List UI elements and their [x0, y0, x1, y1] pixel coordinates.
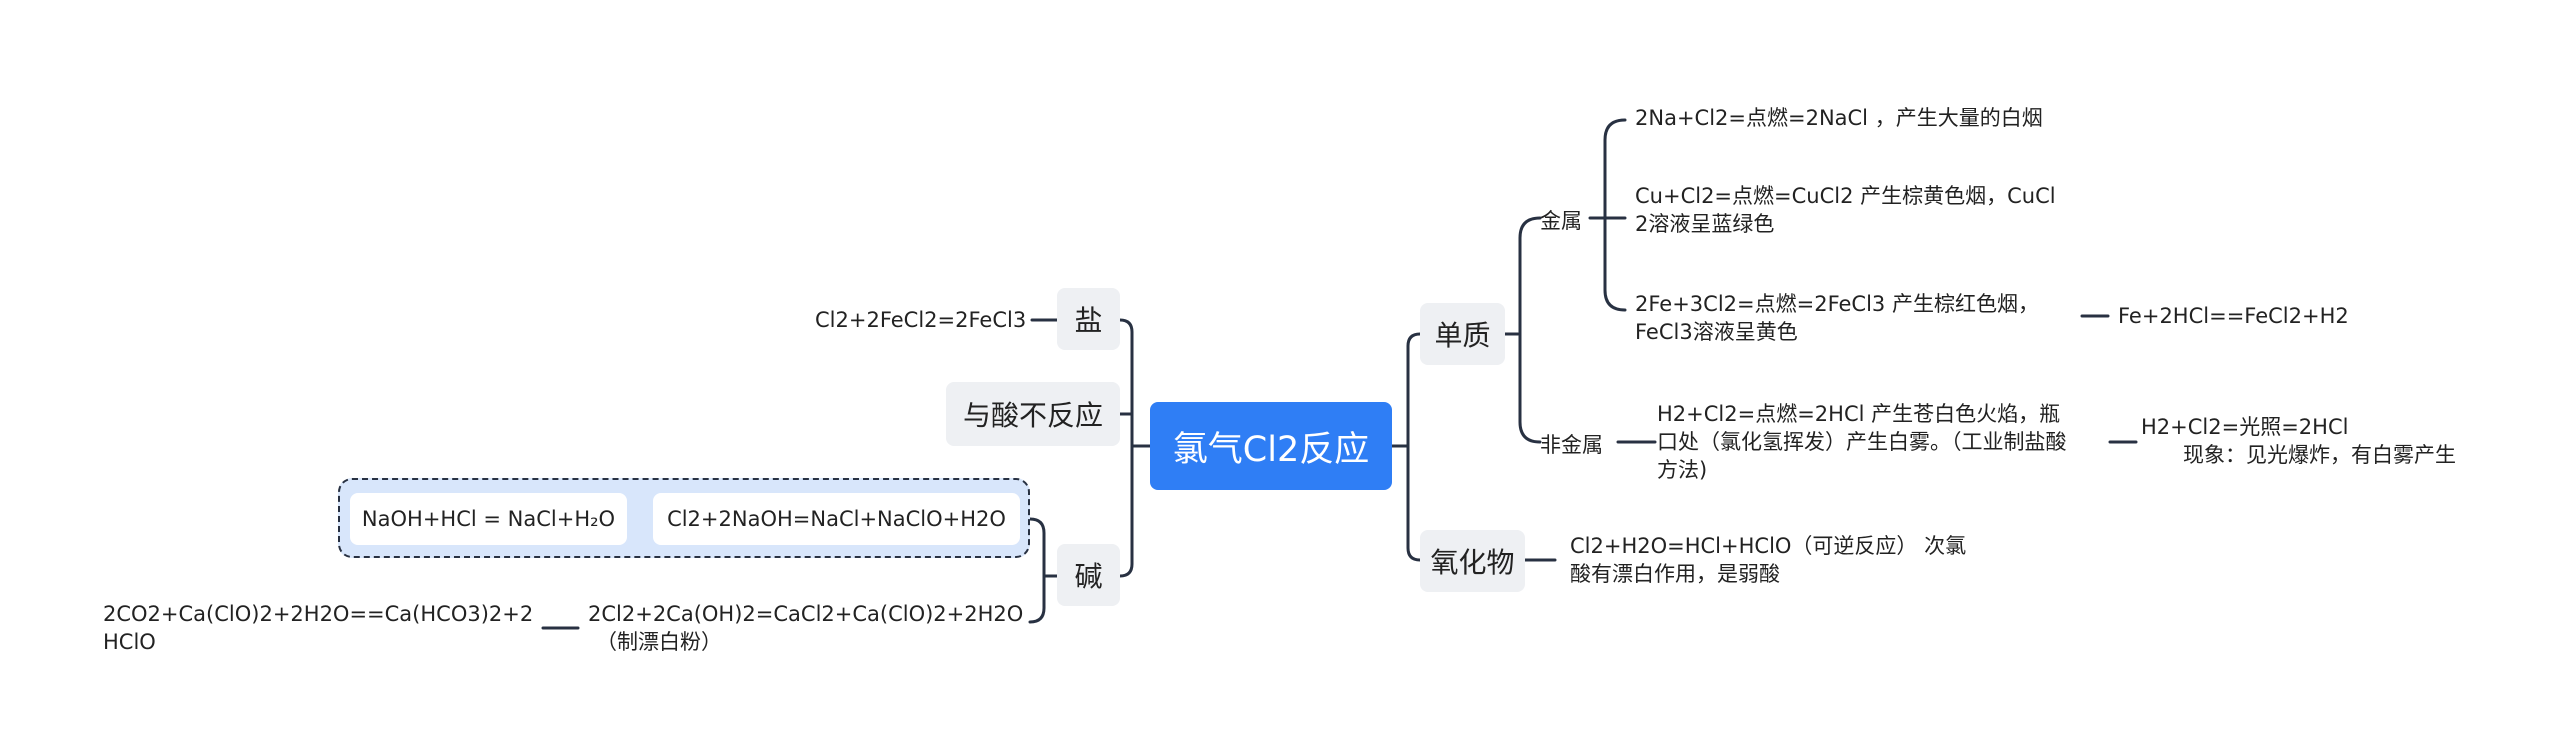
metal-item-cu-line2: 2溶液呈蓝绿色 — [1635, 212, 1775, 236]
branch-acid[interactable]: 与酸不反应 — [946, 382, 1120, 446]
nonmetal-child-line2: 现象：见光爆炸，有白雾产生 — [2183, 443, 2456, 467]
oxide-item-line1: Cl2+H2O=HCl+HClO（可逆反应） 次氯 — [1570, 534, 1967, 558]
metal-item-na[interactable]: 2Na+Cl2=点燃=2NaCl ，产生大量的白烟 — [1635, 104, 2043, 132]
metal-item-fe-line1: 2Fe+3Cl2=点燃=2FeCl3 产生棕红色烟， — [1635, 292, 2039, 316]
nonmetal-item[interactable]: H2+Cl2=点燃=2HCl 产生苍白色火焰，瓶 口处（氯化氢挥发）产生白雾。（… — [1657, 400, 2067, 484]
metal-item-fe[interactable]: 2Fe+3Cl2=点燃=2FeCl3 产生棕红色烟， FeCl3溶液呈黄色 — [1635, 290, 2039, 346]
bleach-child-item[interactable]: 2CO2+Ca(ClO)2+2H2O==Ca(HCO3)2+2 HClO — [103, 600, 533, 656]
salt-item[interactable]: Cl2+2FeCl2=2FeCl3 — [815, 308, 1027, 332]
connector-left-spine — [1118, 318, 1134, 578]
root-node[interactable]: 氯气Cl2反应 — [1150, 402, 1392, 490]
metal-item-na-line1: 2Na+Cl2=点燃=2NaCl ，产生大量的白烟 — [1635, 106, 2043, 130]
nonmetal-item-line2: 口处（氯化氢挥发）产生白雾。（工业制盐酸 — [1657, 430, 2067, 454]
metal-item-cu-line1: Cu+Cl2=点燃=CuCl2 产生棕黄色烟，CuCl — [1635, 184, 2056, 208]
nonmetal-child-item[interactable]: H2+Cl2=光照=2HCl 现象：见光爆炸，有白雾产生 — [2141, 413, 2456, 469]
nonmetal-item-line1: H2+Cl2=点燃=2HCl 产生苍白色火焰，瓶 — [1657, 402, 2061, 426]
connector-base-spine — [1028, 517, 1046, 624]
branch-elemental[interactable]: 单质 — [1420, 303, 1505, 365]
base-item-bleach[interactable]: 2Cl2+2Ca(OH)2=CaCl2+Ca(ClO)2+2H2O （制漂白粉） — [588, 600, 1023, 656]
oxide-item[interactable]: Cl2+H2O=HCl+HClO（可逆反应） 次氯 酸有漂白作用，是弱酸 — [1570, 532, 1966, 588]
nonmetal-item-line3: 方法) — [1657, 458, 1708, 482]
branch-base[interactable]: 碱 — [1057, 544, 1120, 606]
metal-item-fe-line2: FeCl3溶液呈黄色 — [1635, 320, 1798, 344]
branch-nonmetal[interactable]: 非金属 — [1540, 433, 1603, 457]
fe-child-item[interactable]: Fe+2HCl==FeCl2+H2 — [2118, 304, 2349, 328]
metal-item-cu[interactable]: Cu+Cl2=点燃=CuCl2 产生棕黄色烟，CuCl 2溶液呈蓝绿色 — [1635, 182, 2056, 238]
base-item-bleach-line1: 2Cl2+2Ca(OH)2=CaCl2+Ca(ClO)2+2H2O — [588, 602, 1024, 626]
base-item-naoh-reaction[interactable]: Cl2+2NaOH=NaCl+NaClO+H2O — [653, 493, 1020, 545]
base-item-naoh-hcl[interactable]: NaOH+HCl = NaCl+H₂O — [350, 493, 627, 545]
branch-metal[interactable]: 金属 — [1540, 209, 1582, 233]
connector-metal-spine — [1603, 118, 1627, 312]
branch-oxide[interactable]: 氧化物 — [1420, 530, 1525, 592]
oxide-item-line2: 酸有漂白作用，是弱酸 — [1570, 562, 1780, 586]
nonmetal-child-line1: H2+Cl2=光照=2HCl — [2141, 415, 2349, 439]
branch-salt[interactable]: 盐 — [1057, 288, 1120, 350]
connector-right-spine — [1406, 332, 1422, 562]
base-item-bleach-line2: （制漂白粉） — [596, 630, 722, 654]
bleach-child-line1: 2CO2+Ca(ClO)2+2H2O==Ca(HCO3)2+2 — [103, 602, 534, 626]
bleach-child-line2: HClO — [103, 630, 156, 654]
connector-elemental-spine — [1518, 216, 1542, 444]
